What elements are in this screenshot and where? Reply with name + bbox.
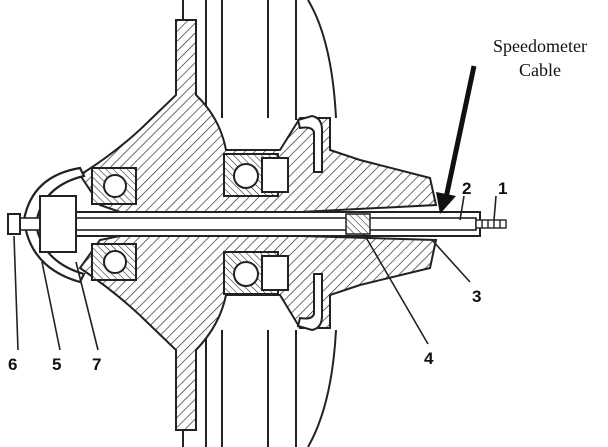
drum-flange-lower: [296, 273, 323, 332]
outer-bearing-upper: [91, 167, 137, 205]
inner-bearing-lower: [223, 251, 289, 295]
part-label-1: 1: [498, 179, 507, 198]
drum-flange-upper: [296, 114, 323, 173]
part-label-3: 3: [472, 287, 481, 306]
part-label-2: 2: [462, 179, 471, 198]
inner-bearing-upper: [223, 153, 289, 197]
hub-upper-body: [78, 19, 438, 213]
outer-bearing-lower: [91, 243, 137, 281]
callout-line-2: Cable: [519, 60, 561, 80]
callout-line-1: Speedometer: [493, 36, 587, 56]
threaded-end: [475, 219, 507, 229]
hub-lower-body: [78, 235, 438, 431]
part-label-5: 5: [52, 355, 61, 374]
speedometer-cable-arrow: [436, 65, 477, 214]
part-label-4: 4: [424, 349, 434, 368]
part-label-7: 7: [92, 355, 101, 374]
speedometer-drive-shaft: [15, 217, 477, 231]
retaining-nut: [39, 195, 77, 253]
wheel-rim: [182, 0, 337, 447]
part-label-6: 6: [8, 355, 17, 374]
bushing: [345, 213, 371, 235]
spindle-tip: [7, 213, 21, 235]
leader-lines: [13, 195, 497, 351]
